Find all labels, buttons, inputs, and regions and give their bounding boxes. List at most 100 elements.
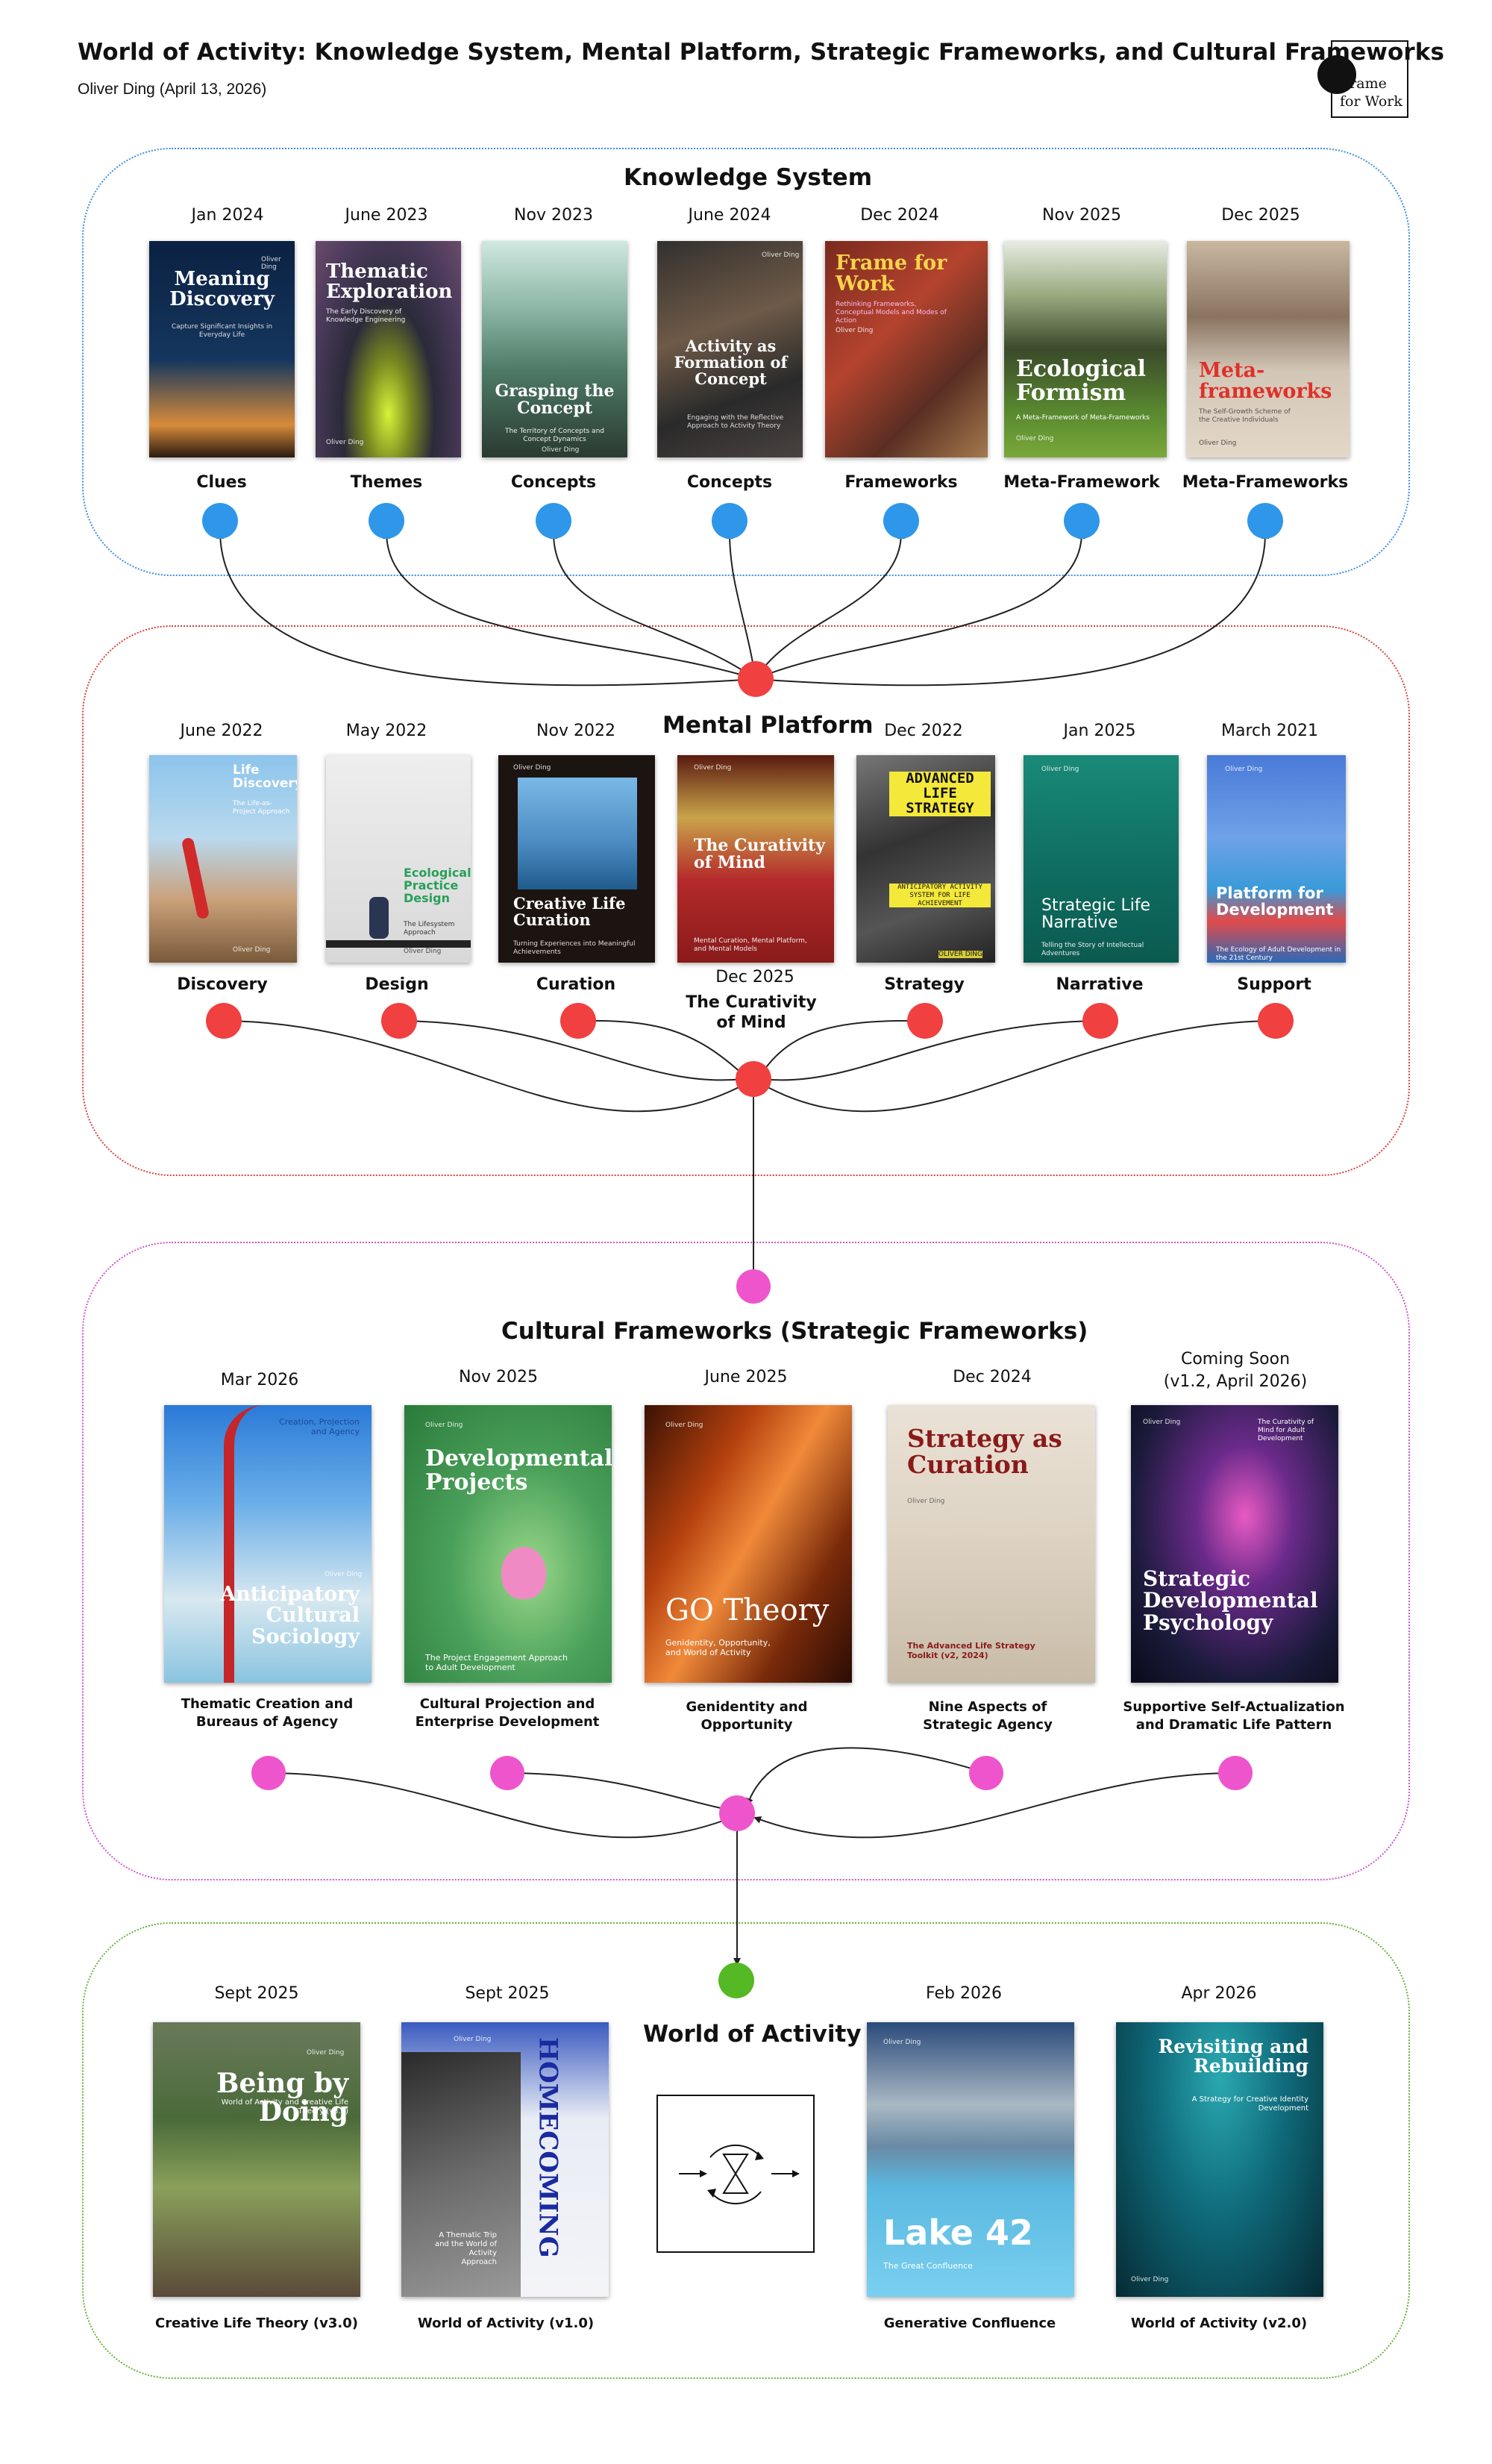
cf-date-5b: (v1.2, April 2026) <box>1163 1372 1308 1391</box>
ks-date-3: Nov 2023 <box>514 206 593 225</box>
cultural-frameworks-title: Cultural Frameworks (Strategic Framework… <box>501 1318 1088 1345</box>
ks-node-concepts-2[interactable] <box>712 503 747 539</box>
cover-ecological-practice-design[interactable]: Ecological Practice Design The Lifesyste… <box>326 755 471 963</box>
wire-hub-to-frameworks <box>755 531 905 680</box>
cf-label-5a: Supportive Self-Actualization <box>1123 1699 1345 1715</box>
cover-activity-as-formation[interactable]: Activity as Formation of Concept Engagin… <box>657 241 803 457</box>
cf-date-2: Nov 2025 <box>459 1368 538 1386</box>
mp-date-6: Jan 2025 <box>1063 722 1136 740</box>
pagoda-shape <box>401 2052 521 2297</box>
wire-hub-to-concepts-2 <box>726 531 756 680</box>
mental-platform-section <box>82 625 1410 1176</box>
mp-node-support[interactable] <box>1258 1003 1294 1039</box>
mental-platform-title: Mental Platform <box>662 712 874 739</box>
cf-date-5: Coming Soon <box>1180 1350 1291 1369</box>
logo-text: Frame for Work <box>1340 75 1402 110</box>
cover-strategic-life-narrative[interactable]: Strategic Life Narrative Telling the Sto… <box>1024 755 1179 963</box>
window-scene <box>518 778 637 889</box>
page-title: World of Activity: Knowledge System, Men… <box>78 39 1445 66</box>
hourglass-cycle-icon <box>656 2095 815 2253</box>
cf-label-1b: Bureaus of Agency <box>195 1714 339 1730</box>
cf-node-dp[interactable] <box>490 1756 524 1790</box>
ks-label-frameworks: Frameworks <box>844 473 958 492</box>
ks-date-1: Jan 2024 <box>191 206 264 225</box>
mp-date-3: Nov 2022 <box>536 722 615 740</box>
mental-hub-node[interactable] <box>738 661 774 697</box>
cf-node-sac[interactable] <box>969 1756 1003 1790</box>
figure-shape <box>181 837 210 920</box>
cover-meta-frameworks[interactable]: Meta-frameworks The Self-Growth Scheme o… <box>1187 241 1350 457</box>
mp-node-design[interactable] <box>381 1003 417 1039</box>
wire-sac-to-hub <box>746 1747 987 1806</box>
wa-date-2: Sept 2025 <box>465 1984 550 2003</box>
vase-shape <box>369 897 389 939</box>
knowledge-system-section <box>82 148 1410 576</box>
cover-strategy-as-curation[interactable]: Strategy as Curation The Advanced Life S… <box>888 1405 1095 1683</box>
world-of-activity-section <box>82 1922 1410 2379</box>
ks-node-meta-framework[interactable] <box>1064 503 1100 539</box>
ks-node-meta-frameworks[interactable] <box>1247 503 1283 539</box>
cf-node-sdp[interactable] <box>1218 1756 1253 1790</box>
wa-label-3: Generative Confluence <box>883 2316 1056 2331</box>
coaster-shape <box>224 1405 264 1683</box>
wa-date-1: Sept 2025 <box>214 1984 299 2003</box>
mp-label-support: Support <box>1237 975 1311 994</box>
wire-acs-to-hub <box>268 1772 733 1839</box>
cover-ecological-formism[interactable]: Ecological Formism A Meta-Framework of M… <box>1004 241 1167 457</box>
wire-sdp-to-hub <box>753 1772 1236 1839</box>
cover-homecoming[interactable]: HOMECOMING A Thematic Trip and the World… <box>401 2022 609 2297</box>
cover-thematic-exploration[interactable]: Thematic Exploration The Early Discovery… <box>316 241 461 457</box>
wire-narrative-to-curativity <box>759 1020 1101 1084</box>
ks-node-clues[interactable] <box>202 503 238 539</box>
cover-platform-for-development[interactable]: Platform for Development The Ecology of … <box>1207 755 1346 963</box>
mp-node-discovery[interactable] <box>206 1003 242 1039</box>
frame-for-work-logo: Frame for Work <box>1317 40 1408 118</box>
cf-label-4a: Nine Aspects of <box>928 1699 1047 1715</box>
cover-revisiting-and-rebuilding[interactable]: Revisiting and Rebuilding A Strategy for… <box>1116 2022 1323 2297</box>
cover-advanced-life-strategy[interactable]: ADVANCED LIFE STRATEGY ANTICIPATORY ACTI… <box>856 755 995 963</box>
wire-design-to-curativity <box>398 1020 745 1084</box>
cover-creative-life-curation[interactable]: Creative Life Curation Turning Experienc… <box>498 755 655 963</box>
cover-grasping-the-concept[interactable]: Grasping the Concept The Territory of Co… <box>482 241 627 457</box>
ks-date-2: June 2023 <box>345 206 428 225</box>
ks-node-frameworks[interactable] <box>883 503 919 539</box>
cf-label-5b: and Dramatic Life Pattern <box>1135 1717 1332 1733</box>
mp-node-strategy[interactable] <box>907 1003 943 1039</box>
cf-label-1a: Thematic Creation and <box>181 1696 354 1712</box>
ks-node-concepts-1[interactable] <box>536 503 571 539</box>
mp-node-curation[interactable] <box>560 1003 596 1039</box>
cover-go-theory[interactable]: GO Theory Genidentity, Opportunity, and … <box>645 1405 852 1683</box>
cf-label-3a: Genidentity and <box>686 1699 808 1715</box>
mp-node-narrative[interactable] <box>1082 1003 1118 1039</box>
cover-anticipatory-cultural-sociology[interactable]: Anticipatory Cultural Sociology Creation… <box>164 1405 372 1683</box>
mp-date-2: May 2022 <box>345 722 427 740</box>
wire-hub-to-meta-frameworks <box>755 531 1269 687</box>
wire-hub-to-clues <box>216 531 756 687</box>
mp-date-1: June 2022 <box>180 722 263 740</box>
cf-date-1: Mar 2026 <box>220 1371 299 1389</box>
ks-label-meta-framework: Meta-Framework <box>1003 473 1160 492</box>
cover-frame-for-work[interactable]: Frame for Work Rethinking Frameworks, Co… <box>825 241 988 457</box>
cover-meaning-discovery[interactable]: Meaning Discovery Capture Significant In… <box>149 241 295 457</box>
ks-node-themes[interactable] <box>369 503 404 539</box>
wire-dp-to-hub <box>507 1772 733 1813</box>
cf-label-4b: Strategic Agency <box>923 1717 1053 1733</box>
wire-hub-to-concepts-1 <box>550 531 756 680</box>
mp-node-curativity[interactable] <box>736 1061 771 1097</box>
world-entry-node[interactable] <box>718 1963 754 1998</box>
logo-dot-icon <box>1317 55 1356 94</box>
cf-date-4: Dec 2024 <box>953 1368 1032 1386</box>
cover-the-curativity-of-mind[interactable]: The Curativity of Mind Mental Curation, … <box>677 755 834 963</box>
cover-life-discovery[interactable]: Life Discovery The Life-as-Project Appro… <box>149 755 297 963</box>
wire-hub-to-themes <box>383 531 756 680</box>
cover-being-by-doing[interactable]: Being by Doing World of Activity and Cre… <box>153 2022 360 2297</box>
cf-node-hub[interactable] <box>719 1795 755 1831</box>
cover-strategic-developmental-psychology[interactable]: Strategic Developmental Psychology The C… <box>1131 1405 1338 1683</box>
wa-date-3: Feb 2026 <box>926 1984 1002 2003</box>
ks-date-4: June 2024 <box>688 206 771 225</box>
cover-lake-42[interactable]: Lake 42 The Great Confluence Oliver Ding <box>867 2022 1074 2297</box>
ks-label-concepts-2: Concepts <box>686 473 773 492</box>
cultural-entry-node[interactable] <box>736 1269 771 1304</box>
cover-developmental-projects[interactable]: Developmental Projects The Project Engag… <box>404 1405 612 1683</box>
cf-node-acs[interactable] <box>251 1756 286 1790</box>
